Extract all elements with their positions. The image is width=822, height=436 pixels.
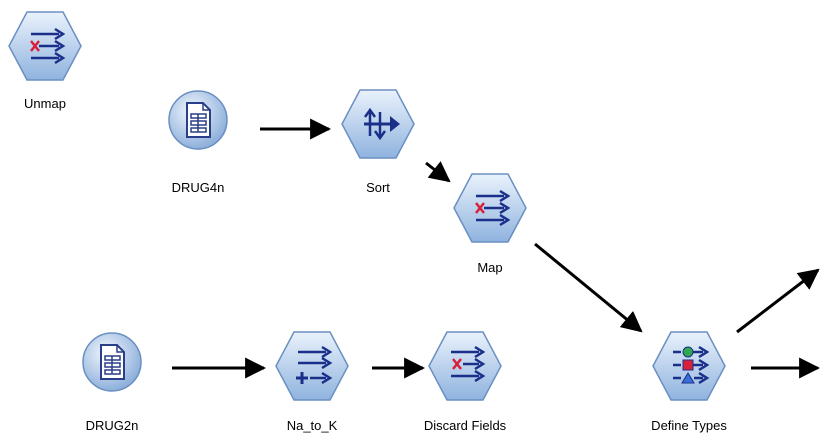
node-unmap[interactable]: Unmap <box>7 10 83 120</box>
node-define-types[interactable]: Define Types <box>651 330 727 436</box>
type-shapes-icon <box>652 331 726 401</box>
node-drug2n[interactable]: DRUG2n <box>69 330 155 436</box>
field-reorder-cross-icon <box>8 11 82 81</box>
node-label: DRUG2n <box>85 418 139 433</box>
node-label: Define Types <box>651 418 727 433</box>
node-label: Map <box>477 260 503 275</box>
node-discard-fields[interactable]: Discard Fields <box>423 330 507 436</box>
variable-file-icon <box>168 90 228 150</box>
field-reorder-cross-icon <box>453 173 527 243</box>
node-label: Sort <box>366 180 390 195</box>
node-na_to_k[interactable]: Na_to_K <box>274 330 350 436</box>
link-map-types[interactable] <box>534 242 643 333</box>
link-types-out-upper[interactable] <box>736 268 820 334</box>
node-label: Unmap <box>24 96 66 111</box>
sort-icon <box>341 89 415 159</box>
node-map[interactable]: Map <box>452 172 528 282</box>
node-sort[interactable]: Sort <box>340 88 416 198</box>
derive-plus-icon <box>275 331 349 401</box>
node-label: Na_to_K <box>286 418 338 433</box>
node-label: DRUG4n <box>171 180 225 195</box>
node-label: Discard Fields <box>423 418 507 433</box>
variable-file-icon <box>82 332 142 392</box>
node-drug4n[interactable]: DRUG4n <box>155 88 241 198</box>
filter-cross-icon <box>428 331 502 401</box>
link-sort-map[interactable] <box>425 161 451 183</box>
